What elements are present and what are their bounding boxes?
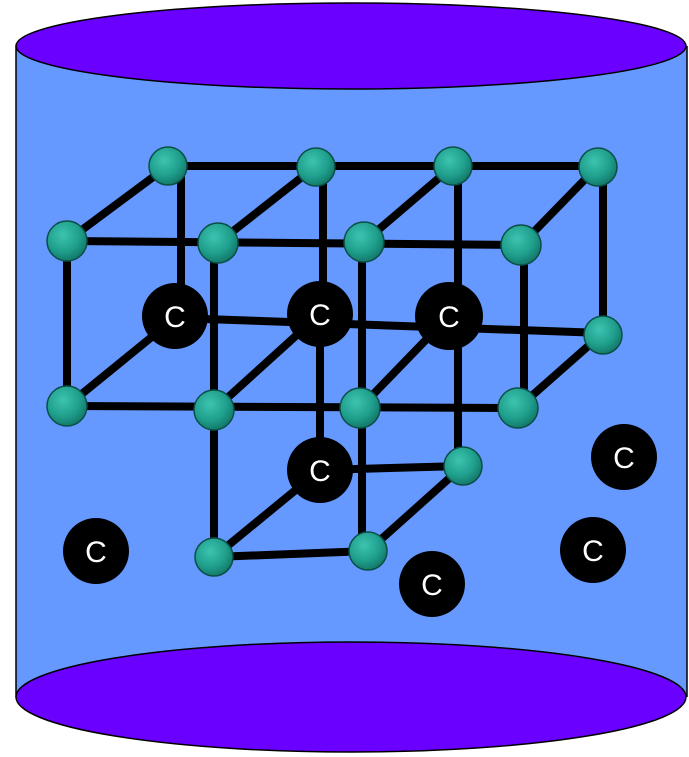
cylinder-top-cap	[15, 2, 687, 90]
carbon-atom: C	[591, 424, 657, 490]
carbon-atom-label: C	[309, 455, 331, 488]
carbon-atom: C	[287, 281, 353, 347]
carbon-atom-label: C	[164, 301, 186, 334]
bond	[63, 402, 522, 412]
carbon-atom: C	[63, 518, 129, 584]
lattice-atom	[193, 389, 235, 431]
lattice-atom	[348, 531, 388, 571]
bond	[210, 547, 372, 561]
lattice-atom	[497, 387, 539, 429]
carbon-atoms: C C C C C C C C	[63, 281, 657, 617]
lattice-atom	[339, 387, 381, 429]
carbon-atom-label: C	[613, 442, 635, 475]
cylinder	[15, 2, 688, 753]
bond	[171, 314, 607, 337]
bond	[63, 162, 172, 245]
bond	[214, 162, 320, 247]
cylinder-bottom-cap	[15, 641, 687, 753]
lattice-atom	[296, 147, 336, 187]
carbon-atom: C	[142, 283, 208, 349]
lattice-atom	[583, 315, 623, 355]
lattice-atom	[46, 385, 88, 427]
cylinder-body	[16, 46, 687, 697]
lattice-atom	[343, 221, 385, 263]
carbon-atom-label: C	[421, 569, 443, 602]
carbon-atom: C	[415, 282, 483, 350]
lattice-atom	[433, 146, 473, 186]
carbon-atom: C	[287, 437, 353, 503]
lattice-atom	[197, 222, 239, 264]
bond	[63, 237, 525, 249]
lattice-atoms	[46, 146, 623, 577]
carbon-atom-label: C	[582, 535, 604, 568]
carbon-atom-label: C	[438, 301, 460, 334]
lattice-atom	[578, 147, 618, 187]
lattice-atom	[500, 224, 542, 266]
carbon-atom: C	[399, 551, 465, 617]
lattice-atom	[194, 537, 234, 577]
carbon-atom-label: C	[309, 299, 331, 332]
lattice-atom	[443, 446, 483, 486]
lattice-atom	[46, 220, 88, 262]
bond	[364, 462, 467, 555]
lattice-atom	[148, 146, 188, 186]
carbon-atom-label: C	[85, 536, 107, 569]
carbon-atom: C	[560, 517, 626, 583]
